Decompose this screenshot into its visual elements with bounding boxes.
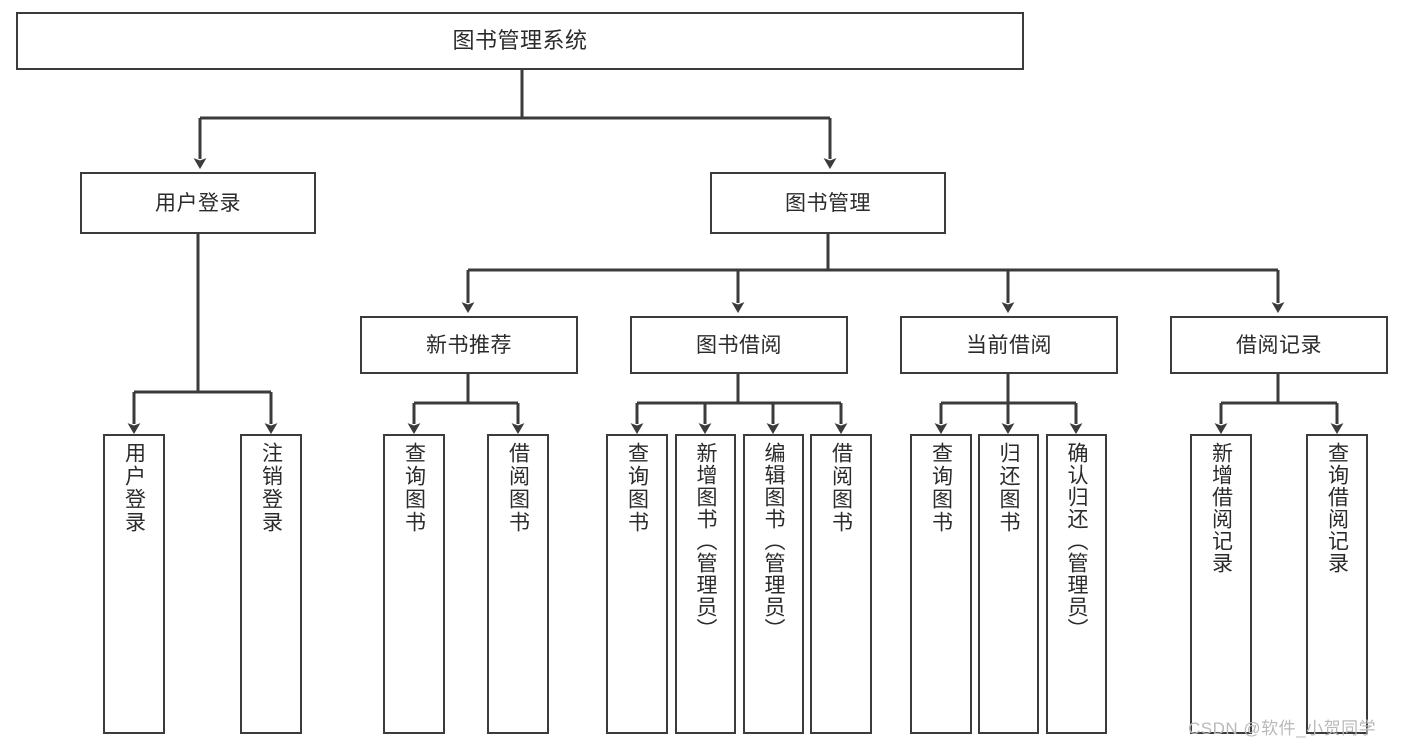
node-user-login[interactable]: 用户登录	[80, 172, 316, 234]
node-label: 查询图书	[625, 442, 649, 534]
node-label: 注销登录	[259, 442, 283, 534]
leaf-query-book-current[interactable]: 查询图书	[910, 434, 972, 734]
node-label: 借阅图书	[506, 442, 530, 534]
node-label: 归还图书	[997, 442, 1020, 534]
leaf-query-book-recommend[interactable]: 查询图书	[383, 434, 445, 734]
leaf-logout[interactable]: 注销登录	[240, 434, 302, 734]
leaf-add-borrow-record[interactable]: 新增借阅记录	[1190, 434, 1252, 734]
leaf-edit-book-admin[interactable]: 编辑图书（管理员）	[743, 434, 804, 734]
node-label: 当前借阅	[966, 333, 1052, 357]
node-label: 图书借阅	[696, 333, 782, 357]
node-book-management[interactable]: 图书管理	[710, 172, 946, 234]
node-label: 新增图书（管理员）	[694, 442, 717, 640]
node-borrow-record[interactable]: 借阅记录	[1170, 316, 1388, 374]
node-label: 借阅图书	[829, 442, 853, 534]
leaf-add-book-admin[interactable]: 新增图书（管理员）	[675, 434, 736, 734]
node-label: 借阅记录	[1236, 333, 1322, 357]
node-label: 确认归还（管理员）	[1065, 442, 1088, 640]
node-book-borrow[interactable]: 图书借阅	[630, 316, 848, 374]
node-label: 编辑图书（管理员）	[762, 442, 785, 640]
node-label: 用户登录	[155, 191, 241, 215]
leaf-confirm-return-admin[interactable]: 确认归还（管理员）	[1046, 434, 1107, 734]
node-label: 用户登录	[122, 442, 146, 534]
leaf-query-book-borrow[interactable]: 查询图书	[606, 434, 668, 734]
node-label: 查询借阅记录	[1325, 442, 1349, 574]
node-label: 查询图书	[402, 442, 426, 534]
node-new-book-recommend[interactable]: 新书推荐	[360, 316, 578, 374]
node-label: 图书管理系统	[452, 28, 588, 53]
node-label: 图书管理	[785, 191, 871, 215]
node-current-borrow[interactable]: 当前借阅	[900, 316, 1118, 374]
leaf-user-login[interactable]: 用户登录	[103, 434, 165, 734]
node-label: 新增借阅记录	[1209, 442, 1233, 574]
leaf-borrow-book[interactable]: 借阅图书	[810, 434, 872, 734]
leaf-query-borrow-record[interactable]: 查询借阅记录	[1306, 434, 1368, 734]
leaf-borrow-book-recommend[interactable]: 借阅图书	[487, 434, 549, 734]
node-label: 新书推荐	[426, 333, 512, 357]
leaf-return-book[interactable]: 归还图书	[978, 434, 1039, 734]
node-label: 查询图书	[929, 442, 953, 534]
node-root-system[interactable]: 图书管理系统	[16, 12, 1024, 70]
